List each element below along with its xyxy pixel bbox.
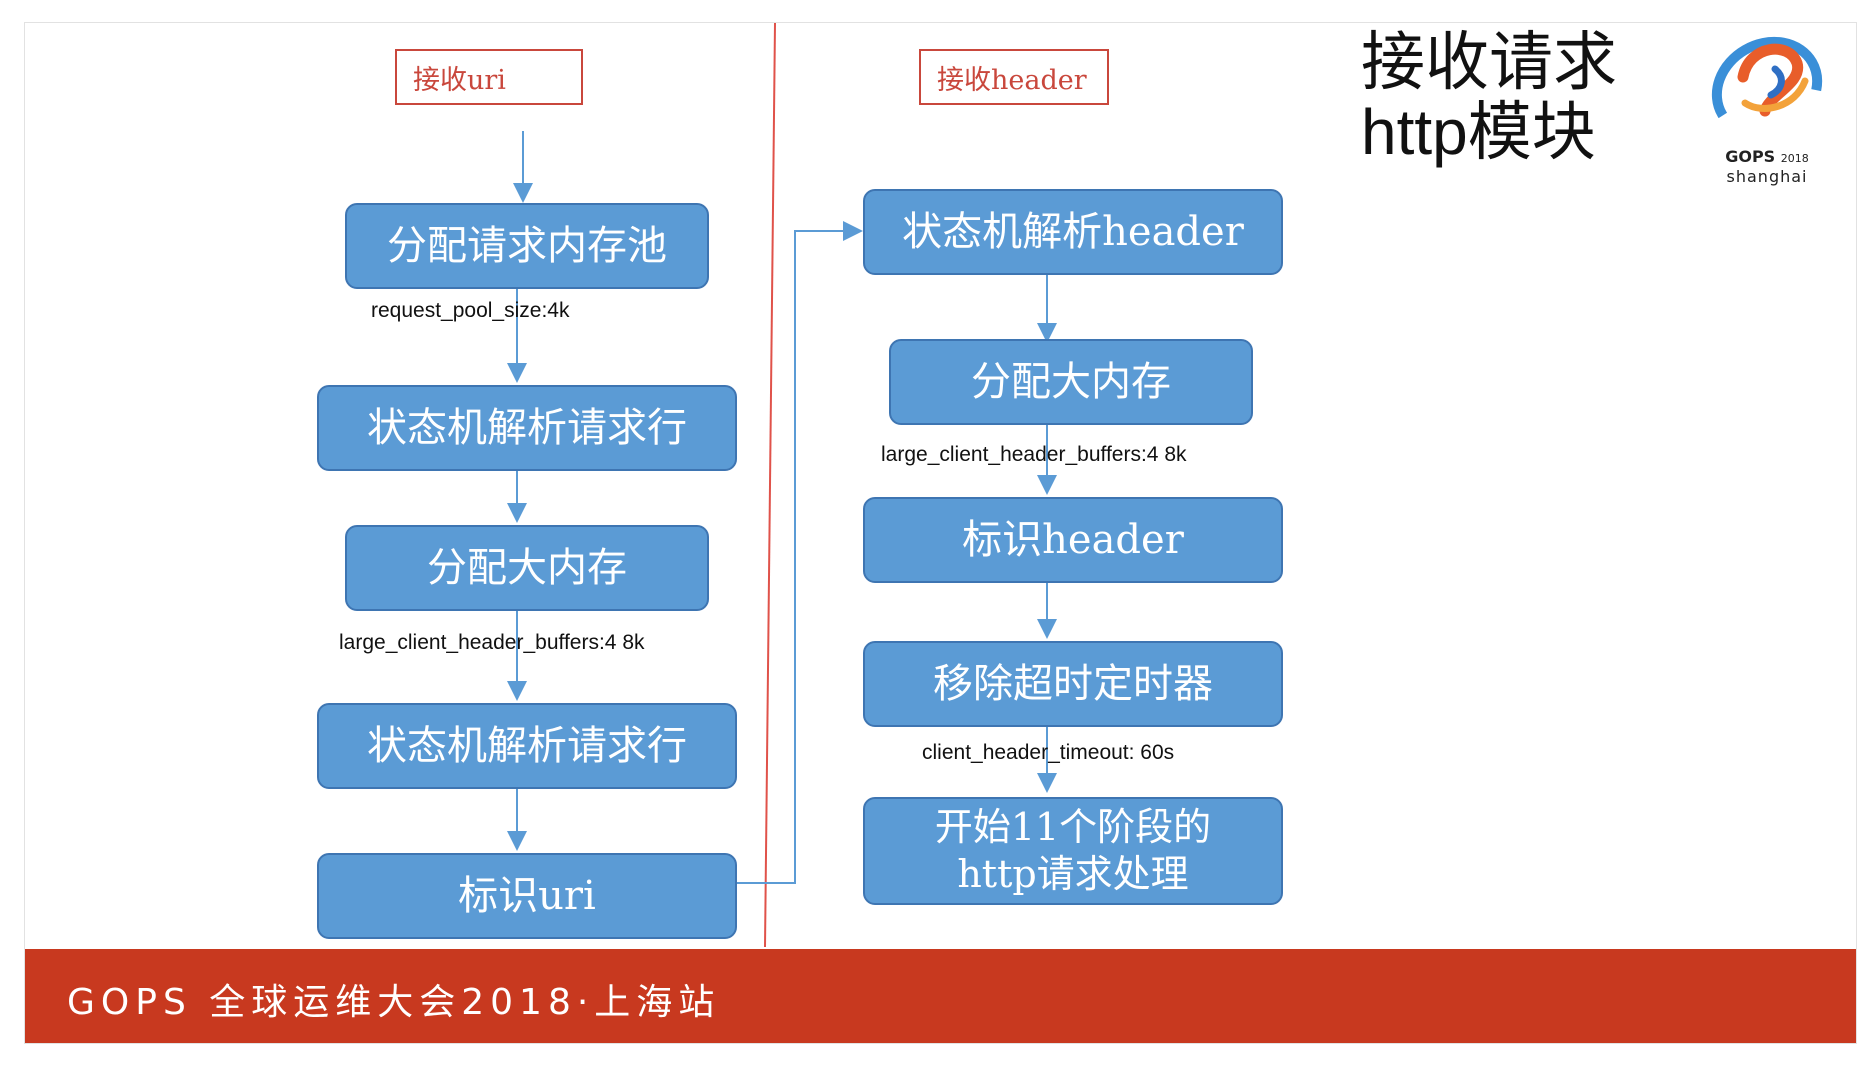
column-divider [764,23,776,948]
node-start-11-phases: 开始11个阶段的 http请求处理 [863,797,1283,905]
logo-brand-name: GOPS [1725,147,1776,166]
node-alloc-large-buffer-right: 分配大内存 [889,339,1253,425]
node-parse-request-line: 状态机解析请求行 [317,385,737,471]
arrow-uri-to-header-parse [725,221,863,884]
node-parse-header: 状态机解析header [863,189,1283,275]
slide-title-line2: http模块 [1361,96,1596,168]
node-mark-header: 标识header [863,497,1283,583]
node-mark-uri: 标识uri [317,853,737,939]
node-alloc-large-buffer: 分配大内存 [345,525,709,611]
logo-brand: GOPS 2018 [1697,147,1837,166]
node-alloc-request-pool: 分配请求内存池 [345,203,709,289]
slide: 接收uri 分配请求内存池 request_pool_size:4k 状态机解析… [24,22,1857,1044]
node-start-11-phases-line1: 开始11个阶段的 [934,804,1212,849]
logo-city: shanghai [1726,167,1808,186]
annotation-client-header-timeout: client_header_timeout: 60s [922,741,1175,764]
node-remove-timeout-timer: 移除超时定时器 [863,641,1283,727]
footer-text: GOPS 全球运维大会2018·上海站 [67,982,721,1023]
header-box-receive-uri: 接收uri [395,49,583,105]
flow-connectors [507,23,1057,948]
gops-logo-icon [1711,36,1823,140]
node-parse-request-line-2: 状态机解析请求行 [317,703,737,789]
footer-bar: GOPS 全球运维大会2018·上海站 [25,949,1856,1043]
slide-title: 接收请求 http模块 [1361,27,1617,167]
logo-year: 2018 [1780,152,1809,165]
annotation-large-client-header-buffers-right: large_client_header_buffers:4 8k [881,443,1187,466]
node-start-11-phases-line2: http请求处理 [957,852,1189,896]
slide-title-line1: 接收请求 [1361,26,1617,98]
annotation-request-pool-size: request_pool_size:4k [371,299,570,322]
header-box-receive-header: 接收header [919,49,1109,105]
annotation-large-client-header-buffers: large_client_header_buffers:4 8k [339,631,645,654]
